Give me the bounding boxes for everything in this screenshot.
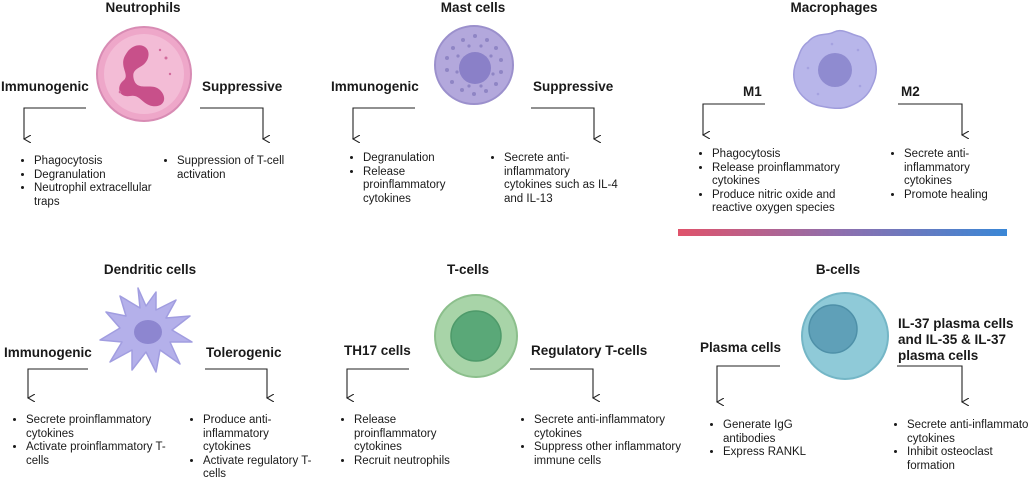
list-item: Produce nitric oxide and reactive oxygen…	[712, 189, 872, 216]
macro-left-label: M1	[743, 84, 762, 99]
arrow-dendritic-left	[28, 368, 88, 398]
m1-m2-gradient-bar	[678, 229, 1007, 236]
dendritic-right-label: Tolerogenic	[206, 345, 282, 360]
list-item: Promote healing	[904, 189, 1009, 203]
list-item: Produce anti-inflammatory cytokines	[203, 414, 313, 455]
bcells-left-label: Plasma cells	[700, 340, 782, 355]
arrow-tcells-left	[347, 368, 409, 398]
dendritic-left-label: Immunogenic	[4, 345, 92, 360]
arrow-mast-left	[353, 107, 415, 139]
arrow-dendritic-right	[205, 368, 267, 398]
tcells-right-list: Secrete anti-inflammatory cytokines Supp…	[521, 414, 684, 468]
dendritic-title: Dendritic cells	[103, 262, 197, 277]
mast-right-label: Suppressive	[533, 79, 614, 94]
list-item: Recruit neutrophils	[354, 455, 474, 469]
mast-title: Mast cells	[440, 0, 506, 15]
neutrophils-title: Neutrophils	[105, 0, 181, 15]
list-item: Secrete anti-inflammatory cytokines	[904, 148, 1009, 189]
arrow-macro-left	[703, 103, 765, 135]
arrow-tcells-right	[530, 368, 593, 398]
bcells-right-list: Secrete anti-inflammatory cytokines Inhi…	[894, 419, 1029, 473]
tcell-icon	[434, 294, 518, 378]
tcells-right-label: Regulatory T-cells	[531, 343, 648, 358]
macro-right-label: M2	[901, 84, 920, 99]
arrow-macro-right	[898, 103, 962, 135]
list-item: Phagocytosis	[34, 155, 174, 169]
list-item: Degranulation	[34, 169, 174, 183]
list-item: Secrete anti-inflammatory cytokines such…	[504, 152, 619, 206]
tcells-left-label: TH17 cells	[344, 343, 411, 358]
list-item: Generate IgG antibodies	[723, 419, 838, 446]
mast-cell-icon	[434, 25, 514, 105]
macro-left-list: Phagocytosis Release proinflammatory cyt…	[699, 148, 872, 216]
arrow-bcells-right	[897, 365, 962, 402]
tcells-title: T-cells	[446, 262, 490, 277]
list-item: Release proinflammatory cytokines	[712, 162, 872, 189]
macro-title: Macrophages	[790, 0, 878, 15]
dendritic-right-list: Produce anti-inflammatory cytokines Acti…	[190, 414, 313, 482]
neutrophils-right-list: Suppression of T-cell activation	[164, 155, 287, 182]
list-item: Suppression of T-cell activation	[177, 155, 287, 182]
bcells-right-label: IL-37 plasma cells and IL-35 & IL-37 pla…	[898, 316, 1014, 363]
tcells-left-list: Release proinflammatory cytokines Recrui…	[341, 414, 474, 468]
bcell-icon	[801, 292, 889, 380]
mast-right-list: Secrete anti-inflammatory cytokines such…	[491, 152, 619, 206]
list-item: Suppress other inflammatory immune cells	[534, 441, 684, 468]
list-item: Release proinflammatory cytokines	[354, 414, 474, 455]
neutrophils-right-label: Suppressive	[202, 79, 283, 94]
list-item: Degranulation	[363, 152, 483, 166]
list-item: Secrete anti-inflammatory cytokines	[907, 419, 1029, 446]
macrophage-cell-icon	[793, 29, 877, 110]
list-item: Secrete anti-inflammatory cytokines	[534, 414, 684, 441]
list-item: Release proinflammatory cytokines	[363, 166, 483, 207]
macro-right-list: Secrete anti-inflammatory cytokines Prom…	[891, 148, 1009, 202]
list-item: Express RANKL	[723, 446, 838, 460]
arrow-neutrophils-right	[200, 107, 263, 139]
dendritic-left-list: Secrete proinflammatory cytokines Activa…	[13, 414, 171, 468]
list-item: Neutrophil extracellular traps	[34, 182, 174, 209]
list-item: Inhibit osteoclast formation	[907, 446, 1029, 473]
arrow-neutrophils-left	[24, 107, 86, 139]
list-item: Activate proinflammatory T-cells	[26, 441, 171, 468]
bcells-left-list: Generate IgG antibodies Express RANKL	[710, 419, 838, 460]
dendritic-cell-icon	[99, 287, 193, 373]
neutrophils-left-list: Phagocytosis Degranulation Neutrophil ex…	[21, 155, 174, 209]
list-item: Secrete proinflammatory cytokines	[26, 414, 171, 441]
arrow-mast-right	[531, 107, 594, 139]
bcells-title: B-cells	[815, 262, 861, 277]
mast-left-list: Degranulation Release proinflammatory cy…	[350, 152, 483, 206]
list-item: Phagocytosis	[712, 148, 872, 162]
neutrophil-cell-icon	[96, 26, 192, 122]
neutrophils-left-label: Immunogenic	[1, 79, 89, 94]
list-item: Activate regulatory T-cells	[203, 455, 313, 482]
arrow-bcells-left	[717, 365, 780, 402]
mast-left-label: Immunogenic	[331, 79, 419, 94]
